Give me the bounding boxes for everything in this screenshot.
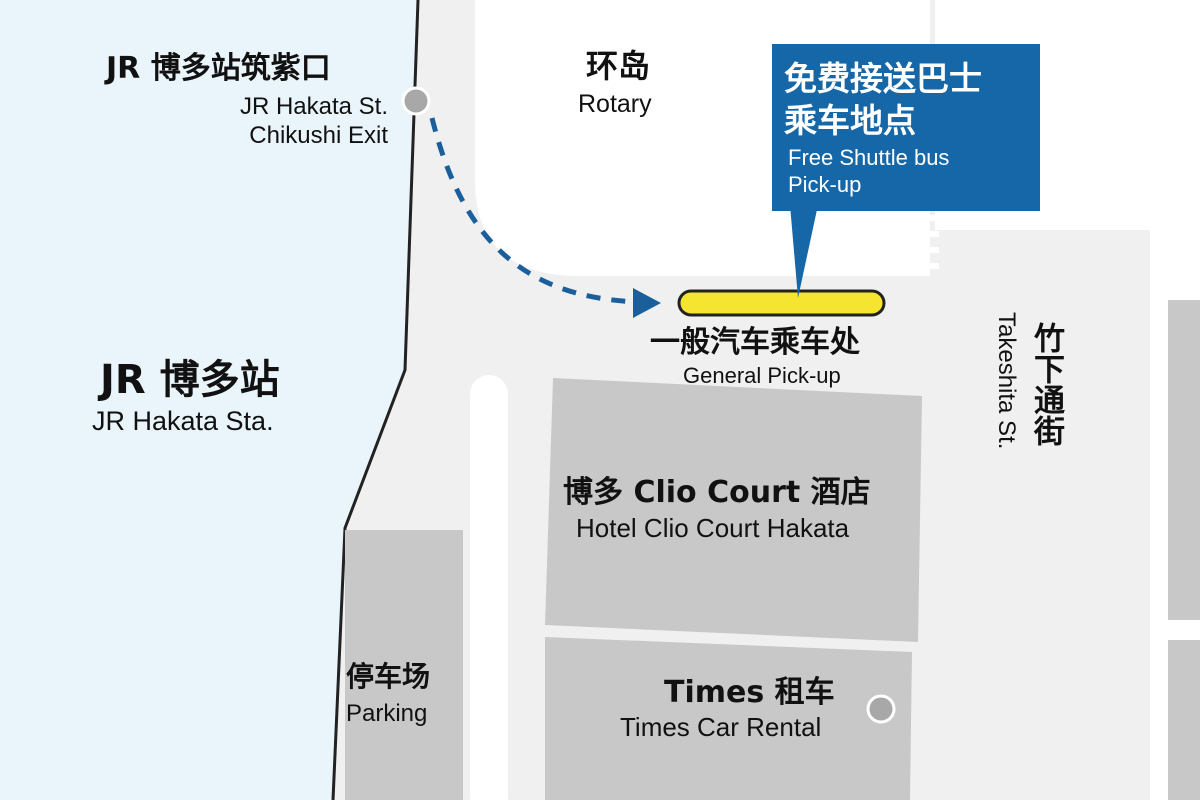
parking-label-en: Parking — [346, 700, 428, 727]
station-label-en: JR Hakata Sta. — [92, 406, 274, 436]
median-strip — [470, 375, 508, 800]
building-right-bottom — [1168, 640, 1200, 800]
callout-subtitle: Free Shuttle bus Pick-up — [788, 145, 950, 197]
parking-label-zh: 停车场 — [346, 660, 431, 693]
callout-title: 免费接送巴士 乘车地点 — [784, 59, 982, 140]
shuttle-pickup-bar — [677, 289, 886, 317]
building-parking — [345, 530, 463, 800]
station-boundary — [331, 0, 420, 800]
general-pickup-label-en: General Pick-up — [683, 363, 841, 388]
rotary-label-zh: 环岛 — [586, 47, 651, 85]
chikushi-exit-label-zh: JR 博多站筑紫口 — [106, 51, 331, 86]
general-pickup-label-zh: 一般汽车乘车处 — [650, 325, 860, 360]
shuttle-callout: 免费接送巴士 乘车地点 Free Shuttle bus Pick-up — [772, 44, 1040, 211]
callout-pointer — [790, 205, 818, 298]
building-hotel — [545, 378, 922, 642]
rotary-label-en: Rotary — [578, 90, 652, 118]
chikushi-exit-label-en: JR Hakata St. Chikushi Exit — [239, 93, 388, 149]
building-rental — [545, 637, 912, 800]
crosswalk-right — [1045, 88, 1154, 146]
crosswalk-bottom — [895, 215, 939, 269]
building-right-top — [1168, 300, 1200, 620]
rental-label-zh: Times 租车 — [664, 675, 835, 710]
rental-marker-icon — [866, 694, 896, 724]
route-arrow-icon — [633, 288, 661, 318]
station-label-zh: JR 博多站 — [100, 357, 280, 403]
street-label-en: Takeshita St. — [993, 312, 1020, 450]
walking-route — [429, 117, 641, 305]
station-area — [0, 0, 418, 800]
exit-marker-icon — [401, 86, 431, 116]
hotel-label-zh: 博多 Clio Court 酒店 — [563, 475, 871, 510]
street-label-zh: 竹下通街 — [1028, 322, 1064, 446]
hotel-label-en: Hotel Clio Court Hakata — [576, 513, 850, 543]
rental-label-en: Times Car Rental — [620, 712, 822, 742]
